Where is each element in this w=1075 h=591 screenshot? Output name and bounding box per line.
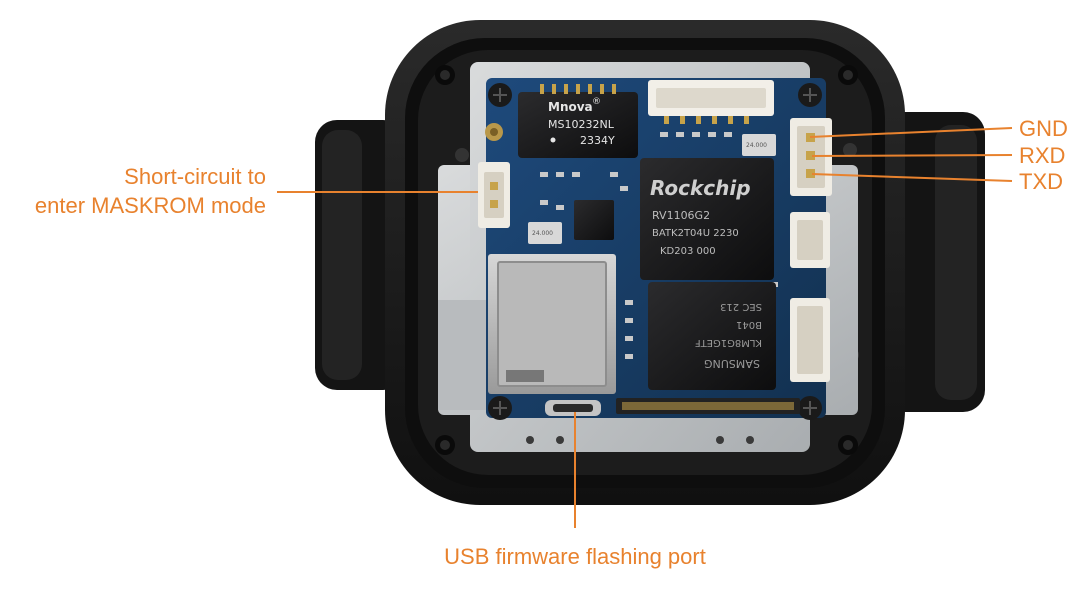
side-connector-middle — [790, 212, 830, 268]
callout-lines — [277, 127, 1013, 528]
soc-code-text: KD203 000 — [660, 246, 716, 257]
fpc-connector — [616, 398, 800, 414]
module-part-text: MS10232NL — [548, 118, 615, 131]
rxd-label: RXD — [1019, 143, 1066, 168]
uart-connector — [790, 118, 832, 196]
magnetics-module: Mnova ® MS10232NL 2334Y — [518, 84, 638, 158]
crystal-left-text: 24.000 — [532, 230, 553, 237]
module-brand-text: Mnova — [548, 100, 593, 114]
registered-mark-text: ® — [592, 97, 601, 107]
side-connector-lower — [790, 298, 830, 382]
emmc-chip: SAMSUNG KLM8G1GETF B041 SEC 213 — [648, 282, 776, 390]
maskrom-connector — [478, 162, 510, 228]
flash-brand-text: SAMSUNG — [704, 357, 760, 370]
gnd-label: GND — [1019, 116, 1068, 141]
plate-holes — [526, 436, 754, 444]
maskrom-label-line1: Short-circuit to — [124, 164, 266, 189]
flash-part-text: KLM8G1GETF — [695, 337, 762, 348]
module-code-text: 2334Y — [580, 134, 615, 147]
flash-lot-text: B041 — [736, 319, 762, 330]
rockchip-soc: Rockchip RV1106G2 BATK2T04U 2230 KD203 0… — [640, 158, 774, 280]
soc-lot-text: BATK2T04U 2230 — [652, 228, 739, 239]
usb-port — [545, 400, 601, 416]
flash-code-text: SEC 213 — [720, 301, 762, 312]
soc-model-text: RV1106G2 — [652, 209, 710, 222]
maskrom-label-line2: enter MASKROM mode — [34, 193, 266, 218]
crystal-left: 24.000 — [528, 222, 562, 244]
usb-port-label: USB firmware flashing port — [444, 544, 706, 569]
crystal-right-text: 24.000 — [746, 142, 767, 149]
soc-brand-text: Rockchip — [650, 176, 751, 200]
sd-card-slot — [488, 254, 616, 394]
top-connector — [648, 80, 774, 124]
qfn-chip — [574, 200, 614, 240]
crystal-right: 24.000 — [742, 134, 776, 156]
txd-label: TXD — [1019, 169, 1063, 194]
antenna-connector — [485, 123, 503, 141]
